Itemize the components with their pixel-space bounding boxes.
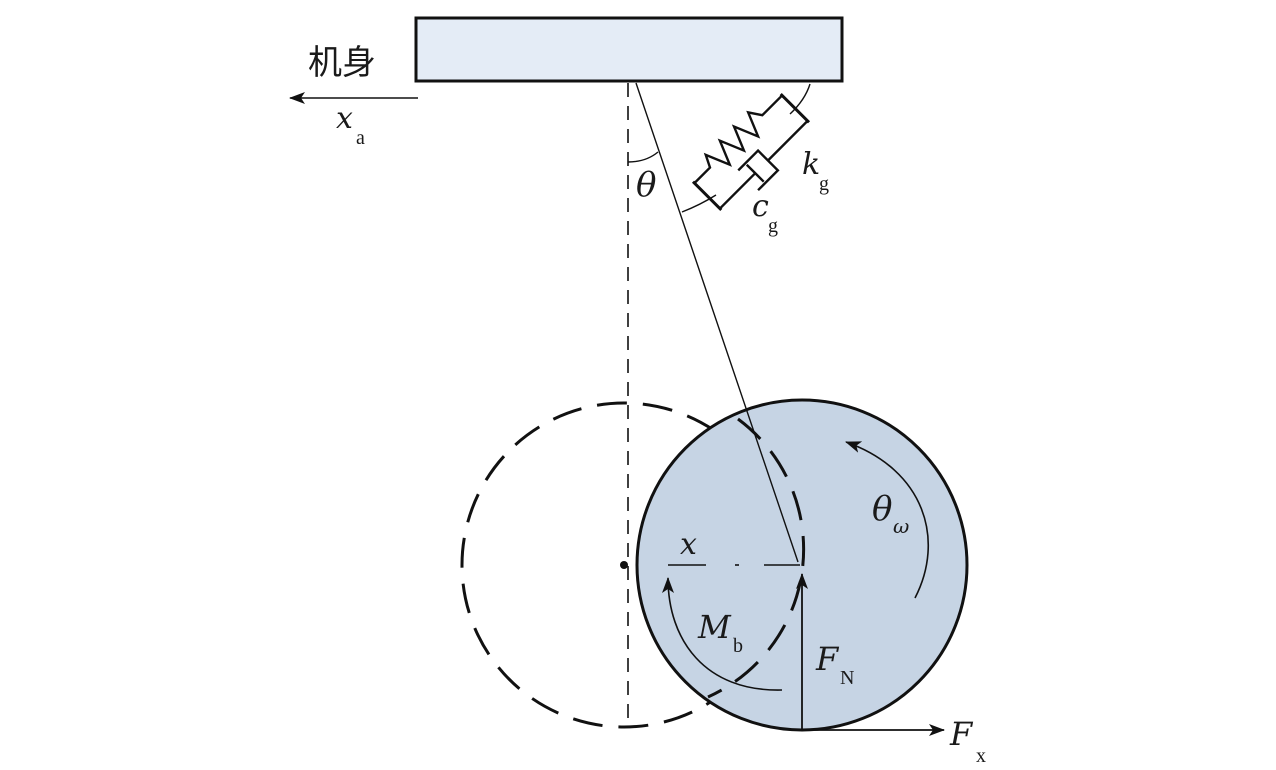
theta-label: θ bbox=[636, 165, 656, 205]
spring-damper-arc-upper bbox=[789, 83, 811, 115]
body-label: 机身 bbox=[308, 43, 376, 83]
brake-moment-label-subscript: b bbox=[733, 635, 743, 657]
brake-moment-arrow bbox=[662, 577, 783, 691]
friction-force-label: F bbox=[949, 715, 974, 753]
xa-label-subscript: a bbox=[356, 127, 365, 149]
theta-omega-label-subscript: ω bbox=[893, 514, 909, 538]
cg-label-subscript: g bbox=[768, 215, 778, 237]
x-displacement-label: x bbox=[680, 527, 697, 562]
kg-label-subscript: g bbox=[819, 173, 829, 195]
aircraft-body-block bbox=[414, 16, 844, 83]
dashed-circle-overlap-arc bbox=[707, 417, 806, 699]
normal-force-label: F bbox=[815, 640, 840, 678]
strut-line bbox=[635, 82, 799, 563]
spring-damper-element bbox=[691, 92, 811, 212]
cg-label: c bbox=[752, 189, 769, 224]
theta-omega-rotation-arrow bbox=[845, 441, 929, 599]
theta-omega-label: θ bbox=[872, 489, 892, 529]
brake-moment-label: M bbox=[697, 608, 732, 646]
normal-force-label-subscript: N bbox=[840, 667, 854, 689]
xa-label: x bbox=[336, 101, 353, 136]
theta-angle-arc bbox=[627, 151, 659, 163]
friction-force-label-subscript: x bbox=[976, 745, 986, 767]
kg-label: k bbox=[802, 147, 820, 182]
spring-zigzag bbox=[693, 94, 783, 184]
initial-wheel-center-dot bbox=[620, 561, 628, 569]
spring-damper-arc-lower bbox=[681, 194, 717, 213]
